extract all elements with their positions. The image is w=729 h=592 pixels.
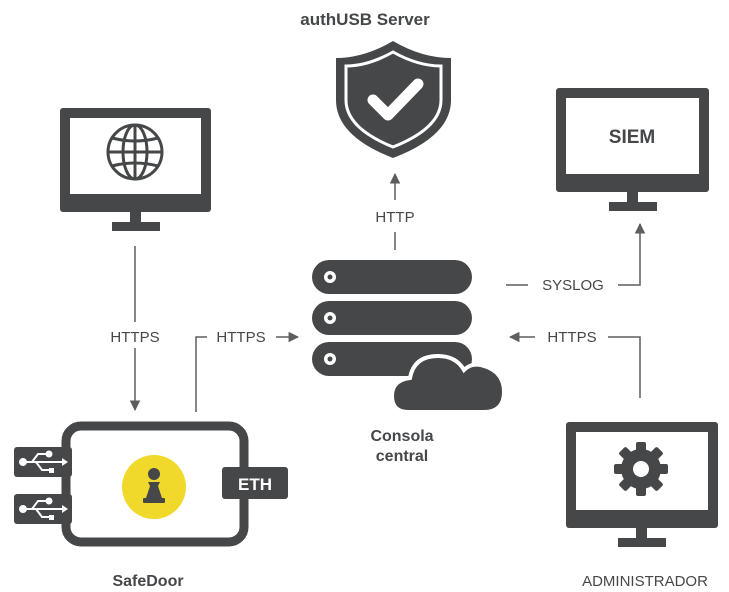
edge-syslog-label: SYSLOG — [542, 277, 604, 294]
usb-icon — [19, 497, 68, 520]
usb-port-top — [14, 447, 72, 477]
server-title: authUSB Server — [300, 10, 430, 29]
edge-https-mid: HTTPS — [195, 329, 300, 412]
cloud-icon — [389, 353, 507, 414]
edge-https-right: HTTPS — [508, 329, 641, 398]
admin-label: ADMINISTRADOR — [582, 573, 708, 590]
globe-icon — [106, 123, 164, 181]
safedoor-label: SafeDoor — [112, 573, 183, 590]
console-label-line2: central — [376, 448, 428, 465]
server-stack-icon — [312, 260, 472, 376]
siem-monitor: SIEM — [556, 88, 709, 211]
usb-icon — [19, 450, 68, 473]
edge-https-right-label: HTTPS — [547, 329, 596, 346]
edge-syslog: SYSLOG — [506, 222, 646, 294]
eth-port: ETH — [222, 467, 288, 499]
web-monitor — [60, 108, 211, 231]
console-label-line1: Consola — [370, 428, 433, 445]
admin-monitor — [566, 422, 718, 547]
safedoor-device: ETH — [14, 421, 288, 547]
chess-pawn-icon — [143, 468, 165, 503]
edge-http: HTTP — [375, 172, 415, 250]
siem-label: SIEM — [609, 127, 655, 148]
edge-https-left: HTTPS — [110, 246, 160, 412]
gear-icon — [614, 442, 668, 496]
edge-https-left-label: HTTPS — [110, 329, 159, 346]
edge-http-label: HTTP — [375, 209, 414, 226]
eth-label: ETH — [238, 475, 272, 494]
shield-check-icon — [336, 41, 451, 158]
usb-port-bottom — [14, 494, 72, 524]
edge-https-mid-label: HTTPS — [216, 329, 265, 346]
